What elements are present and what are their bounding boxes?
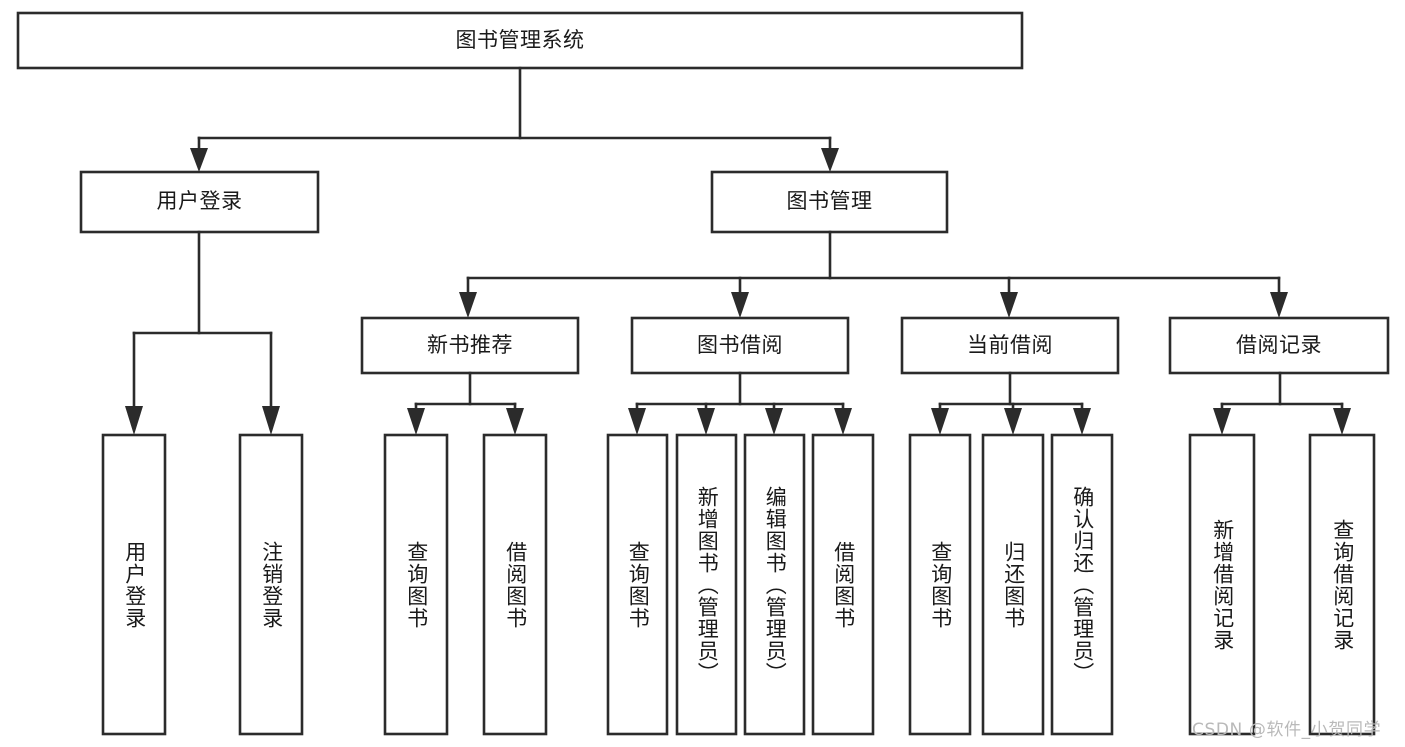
node-box-leaf-user-login[interactable] — [101, 433, 167, 736]
node-box-leaf-query-record[interactable] — [1308, 433, 1376, 736]
arrow-head-leaf-query-book-2 — [628, 408, 646, 435]
node-box-leaf-query-book-1[interactable] — [383, 433, 449, 736]
arrow-head-user-login — [190, 148, 208, 172]
node-box-leaf-borrow-book-2[interactable] — [811, 433, 875, 736]
node-box-user-login[interactable] — [79, 170, 320, 234]
node-box-leaf-logout-login[interactable] — [238, 433, 304, 736]
node-box-book-management[interactable] — [710, 170, 949, 234]
arrow-head-leaf-query-record — [1333, 408, 1351, 435]
arrow-head-book-management — [821, 148, 839, 172]
node-box-new-book-recommend[interactable] — [360, 316, 580, 375]
arrow-head-borrow-record — [1270, 292, 1288, 318]
arrow-head-leaf-borrow-book-1 — [506, 408, 524, 435]
node-box-borrow-record[interactable] — [1168, 316, 1390, 375]
arrow-head-new-book-recommend — [459, 292, 477, 318]
arrow-head-leaf-borrow-book-2 — [834, 408, 852, 435]
node-box-leaf-borrow-book-1[interactable] — [482, 433, 548, 736]
node-box-leaf-edit-book[interactable] — [743, 433, 806, 736]
node-box-current-borrow[interactable] — [900, 316, 1120, 375]
node-box-leaf-add-book[interactable] — [675, 433, 738, 736]
arrow-head-current-borrow — [1000, 292, 1018, 318]
node-box-leaf-return-book[interactable] — [981, 433, 1045, 736]
arrow-head-leaf-edit-book — [765, 408, 783, 435]
node-box-leaf-query-book-3[interactable] — [908, 433, 972, 736]
node-box-root[interactable] — [16, 11, 1024, 70]
node-box-leaf-add-record[interactable] — [1188, 433, 1256, 736]
arrow-head-leaf-query-book-3 — [931, 408, 949, 435]
arrow-head-leaf-logout-login — [262, 406, 280, 435]
arrow-head-leaf-return-book — [1004, 408, 1022, 435]
arrow-head-leaf-confirm-return — [1073, 408, 1091, 435]
node-box-leaf-query-book-2[interactable] — [606, 433, 669, 736]
arrow-head-leaf-query-book-1 — [407, 408, 425, 435]
arrow-head-leaf-user-login — [125, 406, 143, 435]
arrow-head-leaf-add-book — [697, 408, 715, 435]
arrow-head-leaf-add-record — [1213, 408, 1231, 435]
node-box-leaf-confirm-return[interactable] — [1050, 433, 1114, 736]
node-box-book-borrow[interactable] — [630, 316, 850, 375]
arrow-head-book-borrow — [731, 292, 749, 318]
